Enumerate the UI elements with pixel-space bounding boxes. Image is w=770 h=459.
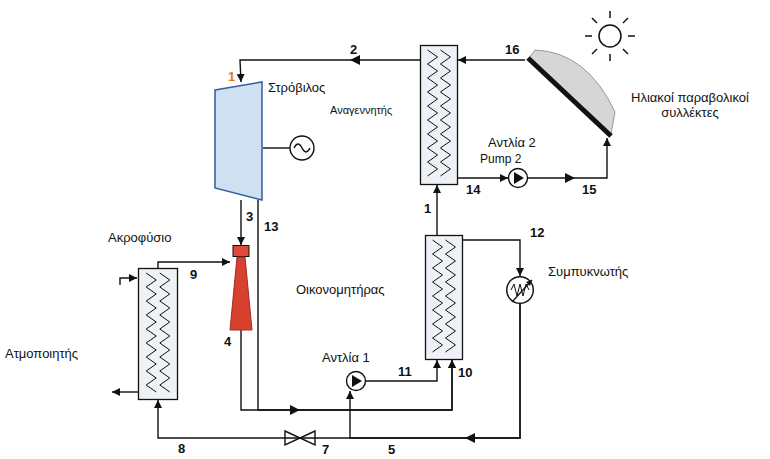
pump: Αντλία 2Pump 2 bbox=[508, 168, 528, 188]
component-label: Ακροφύσιο bbox=[108, 230, 171, 245]
flow-line bbox=[240, 200, 241, 245]
component-label: Αναγεννητής bbox=[330, 103, 392, 118]
flow-line bbox=[241, 330, 452, 410]
flow-line bbox=[240, 60, 420, 82]
stream-number: 7 bbox=[322, 443, 329, 457]
stream-number: 1 bbox=[228, 70, 235, 84]
stream-number: 13 bbox=[264, 220, 278, 234]
stream-number: 16 bbox=[505, 43, 519, 57]
stream-number: 1 bbox=[424, 202, 431, 216]
stream-number: 4 bbox=[224, 335, 231, 349]
component-label: Ηλιακοί παραβολικοί συλλέκτες bbox=[625, 90, 755, 120]
pump-shape bbox=[346, 371, 366, 391]
flow-line bbox=[458, 177, 508, 178]
component-label: Στρόβιλος bbox=[268, 80, 325, 95]
flow-line bbox=[528, 138, 607, 178]
stream-number: 5 bbox=[388, 443, 395, 457]
sun-symbol bbox=[585, 11, 635, 61]
condenser: Συμπυκνωτής bbox=[506, 276, 534, 304]
hx-shape bbox=[425, 235, 463, 360]
pump-shape bbox=[508, 168, 528, 188]
stream-number: 3 bbox=[246, 210, 253, 224]
flow-line bbox=[158, 304, 520, 438]
evaporator: Ατμοποιητής bbox=[138, 268, 178, 400]
component-label: Pump 2 bbox=[480, 152, 521, 167]
solar-collector: Ηλιακοί παραβολικοί συλλέκτες bbox=[525, 50, 615, 138]
turbine: Στρόβιλος bbox=[215, 82, 263, 200]
cond-shape bbox=[506, 276, 534, 304]
stream-number: 2 bbox=[350, 43, 357, 57]
flow-line bbox=[463, 240, 520, 276]
component-label: Αντλία 2 bbox=[488, 135, 536, 150]
stream-number: 15 bbox=[582, 183, 596, 197]
flow-line bbox=[436, 185, 437, 235]
flow-line bbox=[458, 59, 525, 60]
pump: Αντλία 1 bbox=[346, 371, 366, 391]
flow-line bbox=[366, 360, 437, 381]
stream-number: 12 bbox=[530, 226, 544, 240]
flow-line bbox=[258, 200, 452, 410]
component-label: Αντλία 1 bbox=[322, 350, 370, 365]
component-label: Οικονομητήρας bbox=[296, 282, 385, 297]
evaporator-stream bbox=[112, 278, 138, 392]
generator-symbol bbox=[263, 136, 314, 160]
stream-number: 14 bbox=[466, 183, 480, 197]
stream-number: 11 bbox=[398, 365, 412, 379]
stream-number: 10 bbox=[458, 366, 472, 380]
stream-number: 9 bbox=[190, 268, 197, 282]
economizer: Οικονομητήρας bbox=[425, 235, 463, 360]
component-label: Ατμοποιητής bbox=[5, 346, 78, 361]
collector-shape bbox=[525, 50, 615, 138]
hx-shape bbox=[138, 268, 178, 400]
turbine-shape bbox=[215, 82, 263, 200]
hx-shape bbox=[420, 45, 458, 185]
ejector-shape bbox=[230, 245, 252, 330]
component-label: Συμπυκνωτής bbox=[548, 264, 628, 279]
stream-number: 8 bbox=[178, 442, 185, 456]
regenerator: Αναγεννητής bbox=[420, 45, 458, 185]
ejector: Ακροφύσιο bbox=[230, 245, 252, 330]
